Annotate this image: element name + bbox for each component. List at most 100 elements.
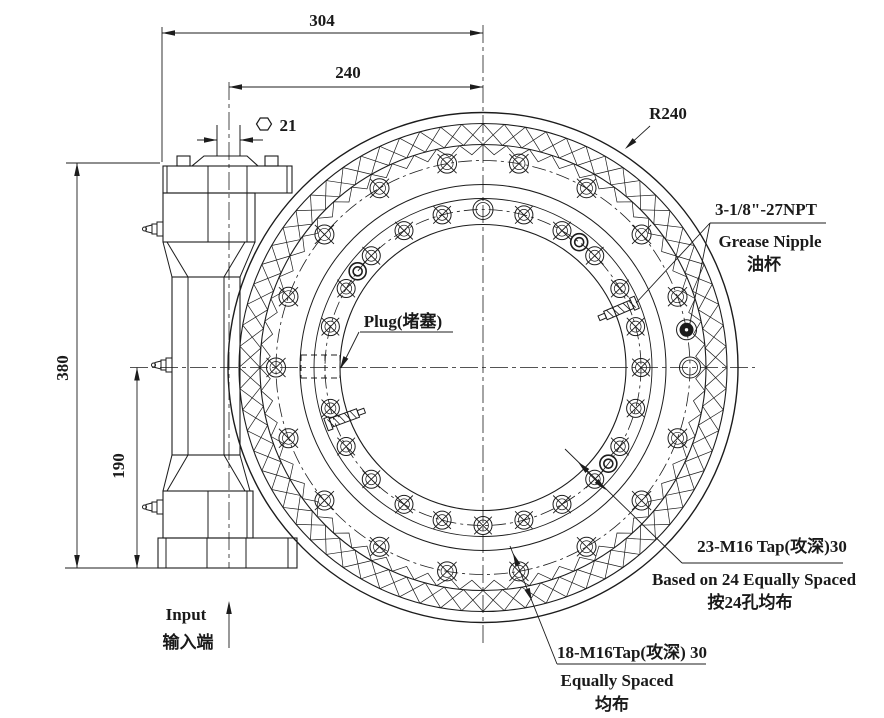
tapped-hole xyxy=(432,205,452,225)
tapped-hole xyxy=(336,437,356,456)
centerlines xyxy=(130,25,755,645)
text-labels: 304 240 21 380 190 R240 3-1/8"-27NPT Grease Nip… xyxy=(53,11,857,714)
arrowhead-icon xyxy=(74,555,80,568)
tapped-hole xyxy=(667,428,688,449)
tapped-hole xyxy=(437,561,458,582)
label-label-input-en: Input xyxy=(166,605,207,624)
tapped-hole xyxy=(667,286,688,307)
tapped-hole xyxy=(631,490,652,511)
label-label-plug: Plug(堵塞) xyxy=(364,311,442,331)
side-grease-nipple xyxy=(142,499,164,515)
inner-ring-mid xyxy=(313,198,653,537)
tapped-hole xyxy=(394,221,414,241)
side-grease-nipple xyxy=(151,357,173,373)
label-label-grease-zh: 油杯 xyxy=(747,254,781,274)
label-dim-240: 240 xyxy=(335,63,361,82)
tapped-hole xyxy=(336,279,356,298)
dimension-lines xyxy=(65,27,843,665)
label-label-grease-en: Grease Nipple xyxy=(718,232,822,251)
label-dim-190: 190 xyxy=(109,453,128,479)
label-dim-21: 21 xyxy=(280,116,297,135)
tapped-hole xyxy=(369,536,390,557)
tapped-hole xyxy=(552,494,572,514)
grease-nipple-hole xyxy=(676,319,698,341)
label-label-r240: R240 xyxy=(649,104,687,123)
tapped-hole xyxy=(278,428,299,449)
label-label-npt: 3-1/8"-27NPT xyxy=(715,200,818,219)
tapped-hole xyxy=(626,398,646,418)
arrowhead-icon xyxy=(625,138,637,149)
arrowhead-icon xyxy=(470,84,483,90)
arrowhead-icon xyxy=(204,137,217,143)
side-view xyxy=(142,125,298,569)
tapped-hole xyxy=(266,357,286,378)
label-label-18-en: Equally Spaced xyxy=(561,671,674,690)
tapped-hole xyxy=(552,221,572,241)
housing-outline xyxy=(176,155,191,167)
tapped-hole xyxy=(320,398,340,418)
arrowhead-icon xyxy=(524,587,532,601)
arrowhead-icon xyxy=(470,30,483,36)
gear-teeth-zigzag xyxy=(259,144,707,591)
housing-outline xyxy=(157,537,298,569)
grease-nipple-stud xyxy=(323,407,367,432)
grease-port-hole xyxy=(569,232,589,252)
arrowhead-icon xyxy=(340,356,349,369)
plug-hidden-outline xyxy=(300,354,341,379)
tapped-hole xyxy=(585,246,605,266)
arrowhead-icon xyxy=(229,84,242,90)
housing-outline xyxy=(162,192,256,243)
tapped-hole xyxy=(437,153,458,174)
tapped-hole xyxy=(576,536,597,557)
grease-port-hole xyxy=(348,262,367,281)
tapped-hole xyxy=(314,224,335,245)
gear-hatch xyxy=(238,123,728,612)
label-dim-304: 304 xyxy=(309,11,335,30)
shaft-cap xyxy=(190,155,260,167)
arrowhead-icon xyxy=(513,553,521,567)
label-label-based24-zh: 按24孔均布 xyxy=(708,592,793,612)
label-label-23m16: 23-M16 Tap(攻深)30 xyxy=(697,536,847,556)
tapped-hole xyxy=(626,317,646,337)
tapped-hole xyxy=(361,469,381,489)
label-label-18-zh: 均布 xyxy=(595,694,629,714)
arrowhead-icon xyxy=(594,478,606,490)
label-label-input-zh: 输入端 xyxy=(163,632,214,652)
front-view xyxy=(227,111,739,624)
plain-hole xyxy=(679,356,701,379)
arrowhead-icon xyxy=(134,555,140,568)
label-dim-380: 380 xyxy=(53,355,72,381)
arrowhead-icon xyxy=(240,137,253,143)
tapped-hole xyxy=(610,279,630,298)
arrowhead-icon xyxy=(578,462,590,474)
tapped-hole xyxy=(432,510,452,530)
housing-outline xyxy=(171,276,241,456)
tapped-hole xyxy=(473,516,493,535)
tapped-hole xyxy=(320,317,340,337)
side-grease-nipple xyxy=(142,221,164,237)
tapped-hole xyxy=(631,358,651,377)
tapped-hole xyxy=(576,178,597,199)
tapped-hole xyxy=(610,437,630,456)
grease-port-hole xyxy=(599,454,618,473)
tapped-hole xyxy=(394,494,414,514)
tapped-hole xyxy=(514,205,534,225)
inner-ring-outer xyxy=(299,184,667,551)
label-label-based24-en: Based on 24 Equally Spaced xyxy=(652,570,857,589)
housing-outline xyxy=(264,155,279,167)
arrowhead-icon xyxy=(162,30,175,36)
outer-circle xyxy=(227,111,739,624)
housing-outline xyxy=(162,165,293,194)
hex-icon xyxy=(255,117,273,131)
tapped-hole xyxy=(278,286,299,307)
tapped-hole xyxy=(508,153,529,174)
tapped-hole xyxy=(508,561,529,582)
tapped-hole xyxy=(631,224,652,245)
arrowhead-icon xyxy=(74,163,80,176)
arrowhead-icon xyxy=(226,601,232,614)
tapped-hole xyxy=(361,246,381,266)
tapped-hole xyxy=(514,510,534,530)
grease-nipple-stud xyxy=(597,295,640,322)
